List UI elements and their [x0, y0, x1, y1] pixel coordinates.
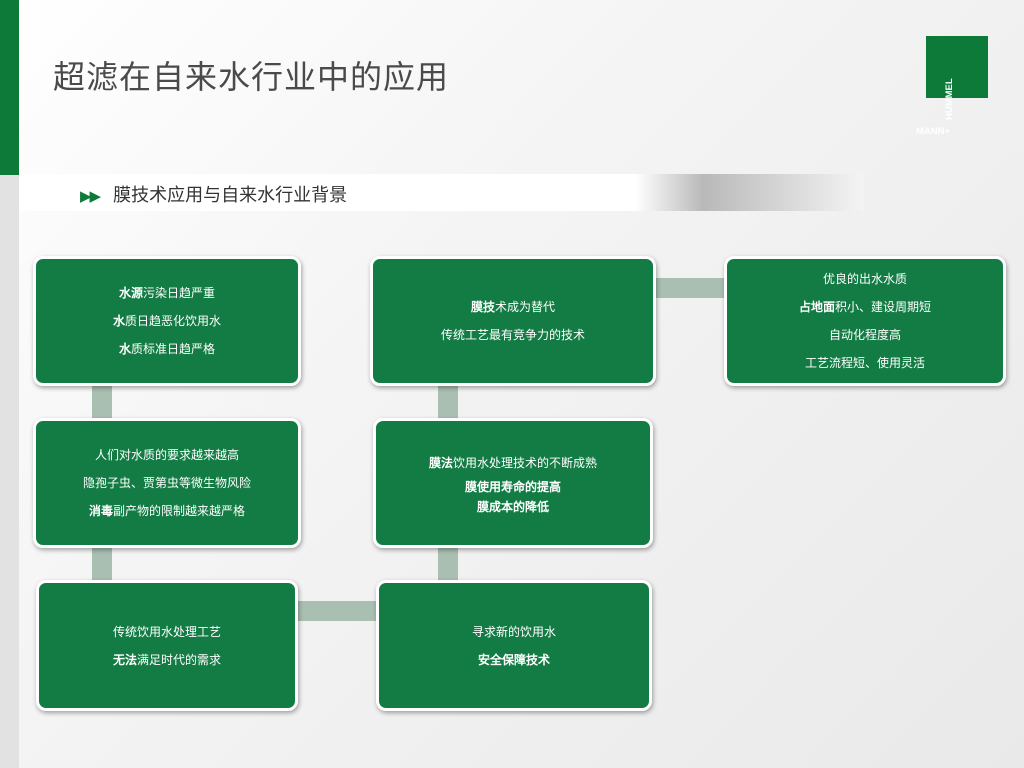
box-advantages: 优良的出水水质 占地面积小、建设周期短 自动化程度高 工艺流程短、使用灵活: [724, 256, 1006, 386]
connector-b4-b6: [92, 545, 112, 585]
box4-line3: 消毒副产物的限制越来越严格: [89, 504, 245, 518]
box6-line1: 传统饮用水处理工艺: [112, 624, 221, 639]
box6-line2: 无法满足时代的需求: [113, 653, 221, 667]
box5-line1-bold: 膜法: [428, 456, 453, 470]
box7-line1: 寻求新的饮用水: [471, 624, 556, 639]
slide-title: 超滤在自来水行业中的应用: [53, 58, 450, 96]
section-band: [19, 174, 864, 211]
logo-text-hummel: HUMMEL: [944, 78, 955, 120]
box1-line3: 水质标准日趋严格: [119, 342, 215, 356]
box3-line4: 工艺流程短、使用灵活: [804, 356, 925, 370]
box4-line3-text: 副产物的限制越来越严格: [113, 504, 246, 518]
box2-line1-text: 术成为替代: [495, 300, 556, 314]
box-new-technology: 寻求新的饮用水 安全保障技术: [376, 580, 652, 711]
connector-b6-b7: [295, 601, 379, 621]
connector-b7-b5: [438, 545, 458, 585]
box1-line3-bold: 水: [118, 342, 131, 356]
box6-line2-text: 满足时代的需求: [137, 652, 222, 667]
box3-line2-bold: 占地面: [798, 300, 835, 314]
left-gray-bar: [0, 175, 19, 768]
box7-line2: 安全保障技术: [477, 652, 550, 667]
box3-line2-text: 积小、建设周期短: [835, 300, 932, 314]
box-quality-requirements: 人们对水质的要求越来越高 隐孢子虫、贾第虫等微生物风险 消毒副产物的限制越来越严…: [33, 418, 301, 548]
box5-line1: 膜法饮用水处理技术的不断成熟: [429, 456, 597, 470]
connector-b5-b2: [438, 383, 458, 423]
box3-line1: 优良的出水水质: [822, 272, 907, 286]
box3-line2: 占地面积小、建设周期短: [799, 300, 931, 314]
box2-line1: 膜技术成为替代: [471, 300, 555, 314]
box2-line1-bold: 膜技: [470, 300, 495, 314]
box1-line1: 水源污染日趋严重: [119, 286, 215, 300]
section-header: ▶▶ 膜技术应用与自来水行业背景: [80, 181, 347, 207]
connector-b1-b4: [92, 383, 112, 423]
double-arrow-icon: ▶▶: [80, 187, 101, 205]
box3-line3: 自动化程度高: [828, 328, 901, 342]
box6-line2-bold: 无法: [112, 652, 137, 667]
box-water-source-pollution: 水源污染日趋严重 水质日趋恶化饮用水 水质标准日趋严格: [33, 256, 301, 386]
box1-line2: 水质日趋恶化饮用水: [113, 314, 221, 328]
box-traditional-process: 传统饮用水处理工艺 无法满足时代的需求: [36, 580, 298, 711]
box5-line2: 膜使用寿命的提高: [464, 480, 561, 494]
box1-line3-text: 质标准日趋严格: [131, 342, 216, 356]
mann-hummel-logo: HUMMEL MANN+: [916, 36, 988, 137]
box5-line3: 膜成本的降低: [476, 500, 549, 514]
box5-line1-text: 饮用水处理技术的不断成熟: [453, 456, 598, 470]
logo-text-mann: MANN+: [915, 126, 950, 137]
section-title-text: 膜技术应用与自来水行业背景: [113, 185, 348, 206]
box-membrane-replacement: 膜技术成为替代 传统工艺最有竞争力的技术: [370, 256, 656, 386]
box1-line1-bold: 水源: [118, 286, 143, 300]
box4-line3-bold: 消毒: [88, 504, 113, 518]
left-accent-bar: [0, 0, 19, 175]
box1-line2-bold: 水: [112, 314, 125, 328]
box-membrane-maturity: 膜法饮用水处理技术的不断成熟 膜使用寿命的提高 膜成本的降低: [373, 418, 653, 548]
box2-line2: 传统工艺最有竞争力的技术: [440, 328, 585, 342]
box1-line2-text: 质日趋恶化饮用水: [125, 314, 222, 328]
box4-line1: 人们对水质的要求越来越高: [94, 448, 239, 462]
box1-line1-text: 污染日趋严重: [143, 286, 216, 300]
box4-line2: 隐孢子虫、贾第虫等微生物风险: [82, 476, 251, 490]
connector-b2-b3: [652, 278, 728, 298]
